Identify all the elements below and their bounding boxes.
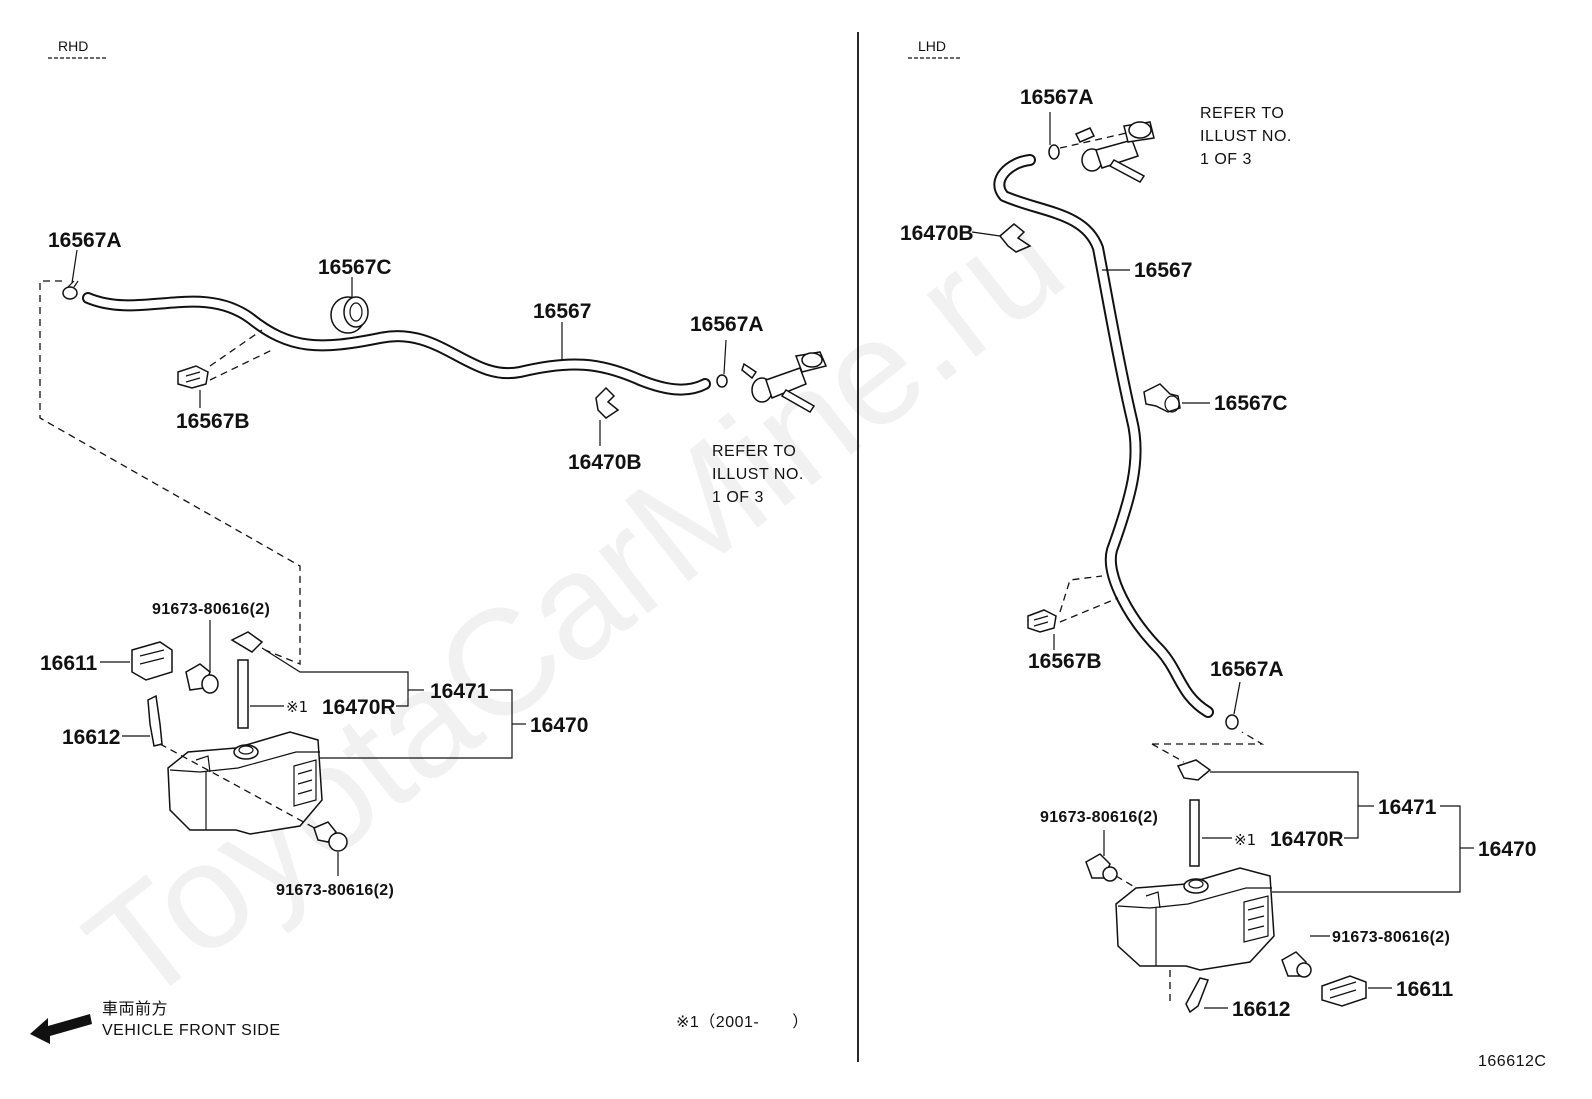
- jp-front-label: 車両前方: [102, 1000, 168, 1018]
- rhd-dashed-route: [39, 280, 301, 665]
- rhd-clamp-b: [177, 329, 273, 408]
- rhd-label-16471: 16471: [430, 680, 489, 703]
- lhd-grommet-16567c: [1143, 383, 1210, 413]
- lhd-bolt-left: [1085, 853, 1118, 882]
- rhd-bolt-bottom: [313, 821, 348, 852]
- rhd-clamp-a-left: [62, 249, 79, 300]
- lhd-label-16567b: 16567B: [1028, 650, 1102, 673]
- rhd-refer-line2: ILLUST NO.: [712, 466, 804, 483]
- footnote-1: ※1（2001- ）: [676, 1013, 809, 1031]
- rhd-label-16567b: 16567B: [176, 410, 250, 433]
- rhd-label-16612: 16612: [62, 726, 120, 749]
- lhd-bracket-16611: [1321, 975, 1392, 1007]
- rhd-label-16567a-left: 16567A: [48, 229, 122, 252]
- lhd-refer-line2: ILLUST NO.: [1200, 128, 1292, 145]
- lhd-label-16612: 16612: [1232, 998, 1290, 1021]
- rhd-label-16567a-right: 16567A: [690, 313, 764, 336]
- lhd-label-bolt-right: 91673-80616(2): [1332, 929, 1450, 946]
- lhd-stay-16612: [1169, 970, 1228, 1014]
- lhd-label-bolt-left: 91673-80616(2): [1040, 809, 1158, 826]
- diagram-code: 166612C: [1478, 1053, 1546, 1070]
- lhd-dashed-route: [1151, 731, 1265, 763]
- lhd-header: LHD: [918, 38, 946, 54]
- lhd-label-16470r: 16470R: [1270, 828, 1344, 851]
- rhd-clip-16470b: [595, 386, 620, 446]
- rhd-label-16611: 16611: [40, 652, 98, 675]
- lhd-label-16567a-bottom: 16567A: [1210, 658, 1284, 681]
- lhd-panel: 16567A REFER TO ILLUST NO. 1 OF 3 16470B…: [900, 86, 1536, 1021]
- rhd-hose-16567: [82, 292, 711, 396]
- rhd-refer-line1: REFER TO: [712, 443, 796, 460]
- lhd-clamp-a-top: [1048, 112, 1060, 160]
- lhd-label-16567: 16567: [1134, 259, 1192, 282]
- rhd-clamp-a-right: [716, 339, 728, 388]
- rhd-bolt-top: [185, 663, 219, 694]
- rhd-stay-16612: [122, 694, 163, 747]
- lhd-refer-line1: REFER TO: [1200, 105, 1284, 122]
- lhd-pipe-fitting: [1074, 121, 1155, 183]
- lhd-washer-tank: [1115, 867, 1275, 971]
- lhd-label-16611: 16611: [1396, 978, 1454, 1001]
- rhd-panel: 16567A 16567C 16567 16567B 16470B: [39, 229, 828, 899]
- lhd-pipe-mark: ※1: [1234, 831, 1256, 849]
- lhd-cap-16471: [1176, 759, 1212, 867]
- rhd-label-16470r: 16470R: [322, 696, 396, 719]
- lhd-bolt-right: [1281, 951, 1312, 978]
- lhd-label-16567a-top: 16567A: [1020, 86, 1094, 109]
- rhd-label-bolt-top: 91673-80616(2): [152, 601, 270, 618]
- lhd-refer-line3: 1 OF 3: [1200, 151, 1252, 168]
- rhd-bracket-16611: [100, 641, 173, 681]
- vehicle-front-indicator: 車両前方 VEHICLE FRONT SIDE: [30, 1000, 281, 1044]
- rhd-label-16567c: 16567C: [318, 256, 392, 279]
- lhd-label-16471: 16471: [1378, 796, 1437, 819]
- lhd-clip-16470b: [971, 223, 1032, 253]
- vehicle-front-side-label: VEHICLE FRONT SIDE: [102, 1022, 281, 1039]
- rhd-header: RHD: [58, 38, 88, 54]
- lhd-clamp-a-bottom: [1225, 681, 1241, 730]
- rhd-pipe-fitting: [741, 351, 828, 413]
- rhd-label-16470b: 16470B: [568, 451, 642, 474]
- rhd-label-bolt-bottom: 91673-80616(2): [276, 882, 394, 899]
- rhd-label-16470: 16470: [530, 714, 588, 737]
- lhd-hose-16567: [993, 154, 1214, 718]
- rhd-pipe-mark: ※1: [286, 698, 308, 716]
- rhd-grommet-16567c: [330, 277, 369, 334]
- front-arrow-icon: [30, 1014, 92, 1044]
- lhd-clamp-b: [1027, 575, 1119, 650]
- rhd-refer-line3: 1 OF 3: [712, 489, 764, 506]
- lhd-label-16470b: 16470B: [900, 222, 974, 245]
- lhd-label-16567c: 16567C: [1214, 392, 1288, 415]
- rhd-washer-tank: [167, 731, 323, 835]
- lhd-label-16470: 16470: [1478, 838, 1536, 861]
- rhd-cap-16471: [230, 631, 264, 729]
- rhd-label-16567: 16567: [533, 300, 591, 323]
